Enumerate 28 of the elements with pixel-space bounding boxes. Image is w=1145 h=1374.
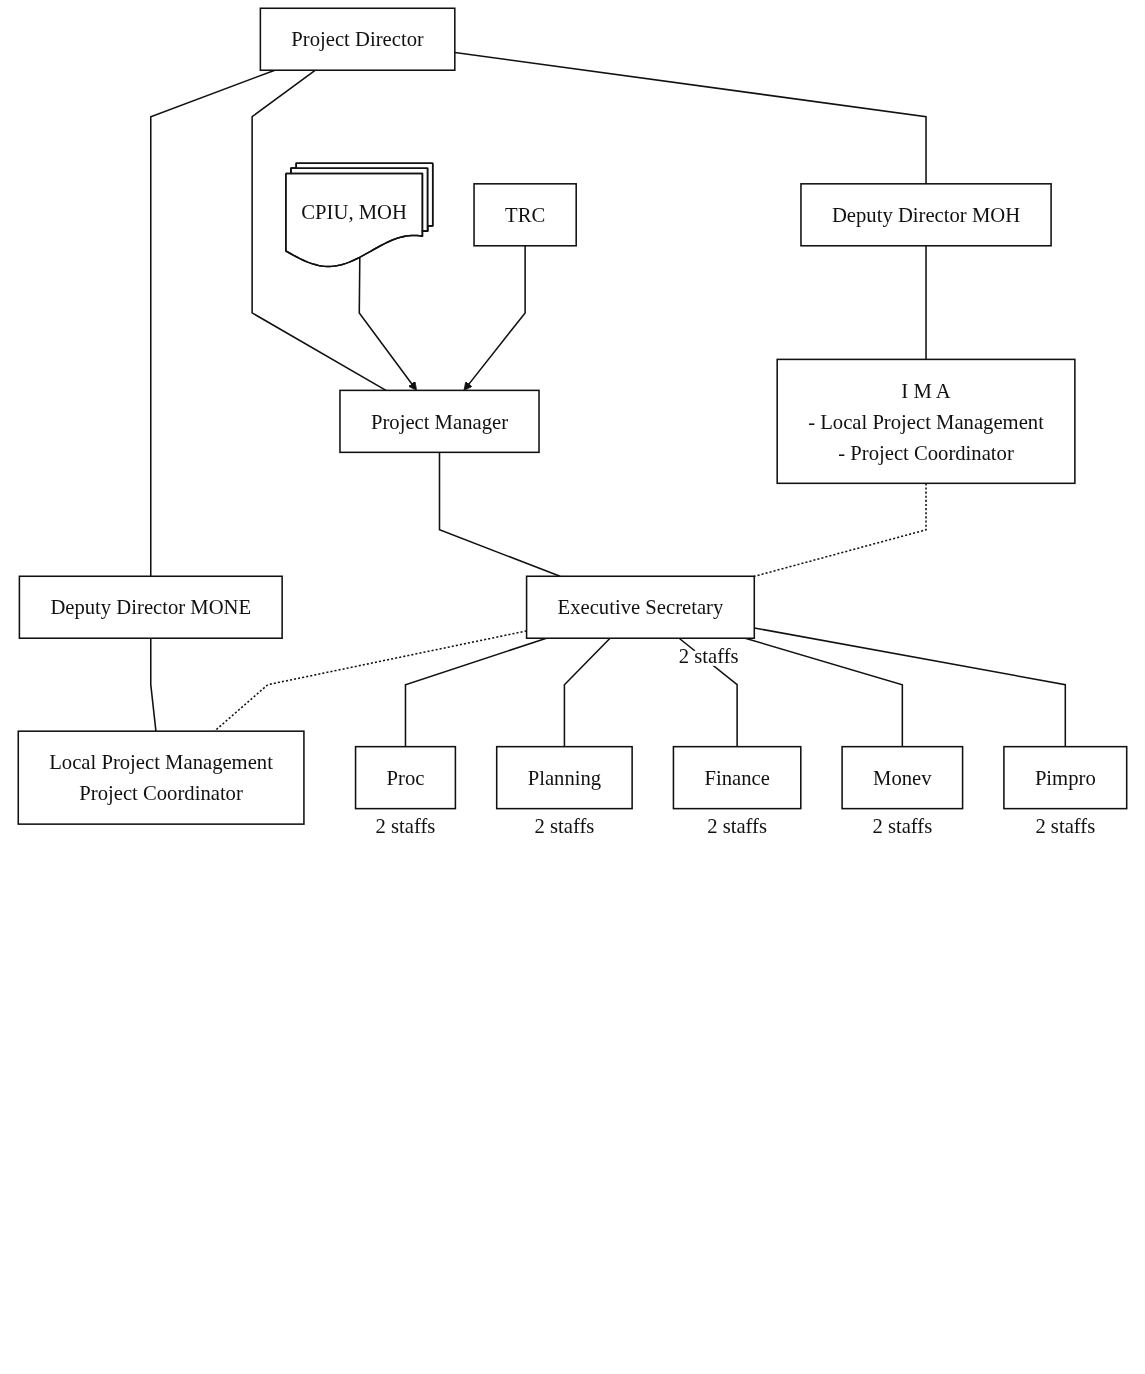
node-box: Proc (354, 745, 457, 810)
node-box: Deputy Director MONE (18, 575, 283, 639)
connector (753, 482, 927, 578)
connector (251, 69, 387, 392)
node-box: Planning (495, 745, 633, 810)
node-label: 2 staffs (534, 815, 595, 838)
node-box: Monev (841, 745, 964, 810)
node-box: Local Project Management Project Coordinator (17, 730, 305, 825)
node-box: Deputy Director MOH (800, 183, 1052, 247)
node-box: Executive Secretary (525, 575, 756, 639)
connector (150, 637, 157, 732)
connector (925, 245, 927, 361)
node-box: Pimpro (1003, 745, 1128, 810)
node-label: 2 staffs (872, 815, 933, 838)
node-label: 2 staffs (707, 815, 768, 838)
connector (454, 51, 927, 185)
node-box: Project Director (259, 7, 456, 71)
connector (150, 69, 276, 578)
arrow (358, 257, 417, 391)
node-label: 2 staffs (1035, 815, 1096, 838)
node-label: 2 staffs (375, 815, 436, 838)
node-box: Finance (672, 745, 802, 810)
arrow (463, 245, 526, 391)
connector (563, 637, 611, 748)
connector (438, 451, 561, 578)
node-box: TRC (473, 183, 577, 247)
node-box: I M A - Local Project Management - Project Coordinator (776, 358, 1076, 485)
node-box: Project Manager (339, 389, 540, 454)
